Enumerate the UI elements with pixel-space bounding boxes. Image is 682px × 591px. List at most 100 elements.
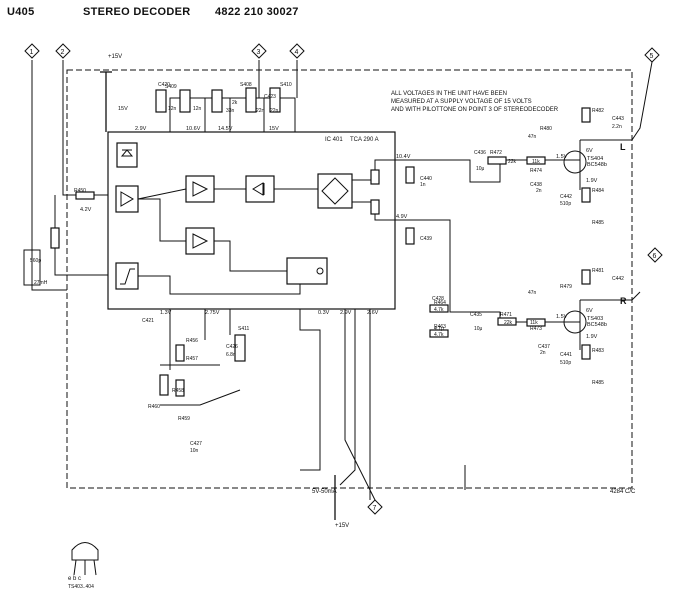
part-number: 4822 210 30027	[215, 6, 299, 18]
svg-text:6: 6	[653, 253, 657, 260]
component-ref: R479	[560, 284, 572, 290]
ic-amp-2	[185, 175, 215, 203]
svg-text:7: 7	[373, 505, 377, 512]
component-value: 12n	[193, 106, 202, 112]
component-value: 4.7k	[434, 332, 444, 338]
voltage-label: 4.2V	[80, 207, 92, 213]
ts404-type: BC548b	[587, 162, 607, 168]
component-ref: R450	[74, 188, 86, 194]
component-value: 510p	[560, 201, 571, 207]
component-value: 2k	[232, 100, 238, 106]
ic-type: TCA 290 A	[350, 137, 379, 143]
voltage-label: 6V	[586, 308, 593, 314]
connector-2: 2	[55, 43, 71, 59]
component-value: 4.7μ	[434, 326, 444, 332]
ic-body	[107, 131, 396, 310]
voltage-label: 1.5V	[556, 314, 568, 320]
component-ref: R484	[592, 188, 604, 194]
component-ref: C436	[474, 150, 486, 156]
note-line-1: ALL VOLTAGES IN THE UNIT HAVE BEEN	[391, 91, 507, 97]
ic-detector	[245, 175, 275, 203]
component-ref: C440	[420, 176, 432, 182]
transistor-pinout-icon	[71, 542, 99, 576]
component-ref: R471	[500, 312, 512, 318]
component-value: 1n	[420, 182, 426, 188]
voltage-label: 0.3V	[318, 310, 330, 316]
component-ref: S409	[165, 84, 177, 90]
component-ref: C441	[560, 352, 572, 358]
component-value: 2n	[536, 188, 542, 194]
supply-rail-label-bottom: +15V	[335, 523, 349, 529]
component-value: 2.2n	[612, 124, 622, 130]
component-value: 27mH	[34, 280, 48, 286]
right-output-label: R	[620, 296, 627, 306]
svg-text:2: 2	[61, 49, 65, 56]
component-value: 22k	[504, 320, 513, 326]
component-ref: R463	[434, 324, 446, 330]
connector-7: 7	[367, 499, 383, 515]
connector-3: 3	[251, 43, 267, 59]
voltage-label: 4.9V	[396, 214, 408, 220]
figure-code: 4284 C/C	[610, 489, 636, 495]
component-value: 10n	[190, 448, 199, 454]
svg-text:5: 5	[650, 53, 654, 60]
component-ref: C428	[432, 296, 444, 302]
component-ref: R460	[148, 404, 160, 410]
component-value: 11k	[532, 159, 540, 165]
supply-current-label: 5V-50mA	[312, 489, 337, 495]
voltage-label: 1.9V	[586, 178, 598, 184]
component-ref: R483	[592, 348, 604, 354]
voltage-label: 1.5V	[556, 154, 568, 160]
connector-4: 4	[289, 43, 305, 59]
ic-amp-3	[185, 227, 215, 255]
component-ref: C437	[538, 344, 550, 350]
component-value: 22n	[270, 108, 279, 114]
module-id: U405	[7, 6, 35, 18]
voltage-label: 2.9V	[135, 126, 147, 132]
svg-text:3: 3	[257, 49, 261, 56]
component-ref: C427	[190, 441, 202, 447]
ic-switch	[286, 257, 328, 285]
connector-5: 5	[644, 47, 660, 63]
component-value: 12n	[168, 106, 177, 112]
voltage-label: 6V	[586, 148, 593, 154]
ts403-ref: TS403	[587, 316, 603, 322]
component-ref: S411	[238, 326, 250, 332]
ic-zener-block	[116, 142, 138, 168]
pinout-pins: e b c	[68, 576, 81, 582]
component-value: 33n	[226, 108, 235, 114]
connector-6: 6	[647, 247, 663, 263]
svg-text:1: 1	[30, 49, 34, 56]
voltage-label: 2.6V	[367, 310, 379, 316]
component-value: 2n	[540, 350, 546, 356]
component-ref: C435	[470, 312, 482, 318]
component-value: 11k	[530, 320, 538, 326]
component-ref: R472	[490, 150, 502, 156]
component-ref: C421	[142, 318, 154, 324]
note-line-3: AND WITH PILOTTONE ON POINT 3 OF STEREOD…	[391, 107, 559, 113]
voltage-label: 1.3V	[160, 310, 172, 316]
component-ref: R482	[592, 108, 604, 114]
ts403-type: BC548b	[587, 322, 607, 328]
voltage-label: 14.5V	[218, 126, 233, 132]
component-value: 10μ	[476, 166, 485, 172]
ic-ref: IC 401	[325, 137, 343, 143]
component-ref: C423	[264, 94, 276, 100]
component-value: 6.8n	[226, 352, 236, 358]
component-ref: R459	[178, 416, 190, 422]
ts404-ref: TS404	[587, 156, 603, 162]
component-value: 47n	[528, 290, 537, 296]
page-title: STEREO DECODER	[83, 6, 191, 18]
connector-1: 1	[24, 43, 40, 59]
component-ref: R481	[592, 268, 604, 274]
component-ref: C439	[420, 236, 432, 242]
component-ref: C443	[612, 116, 624, 122]
voltage-label: 10.6V	[186, 126, 201, 132]
voltage-label: 2.75V	[205, 310, 220, 316]
supply-rail-label: +15V	[108, 54, 122, 60]
component-ref: C442	[612, 276, 624, 282]
component-ref: C420	[158, 82, 170, 88]
component-ref: R456	[186, 338, 198, 344]
component-ref: R485	[592, 380, 604, 386]
